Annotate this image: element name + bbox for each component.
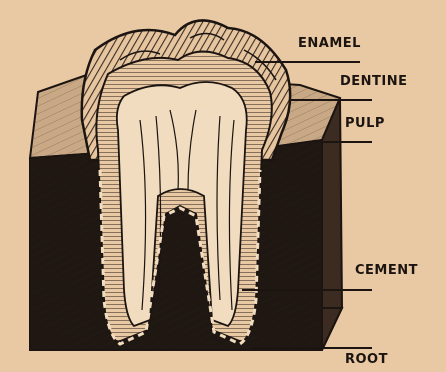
label-cement: CEMENT <box>355 263 418 278</box>
label-dentine: DENTINE <box>340 74 408 89</box>
label-pulp: PULP <box>345 116 385 131</box>
label-enamel: ENAMEL <box>298 36 361 51</box>
label-root: ROOT <box>345 352 388 367</box>
